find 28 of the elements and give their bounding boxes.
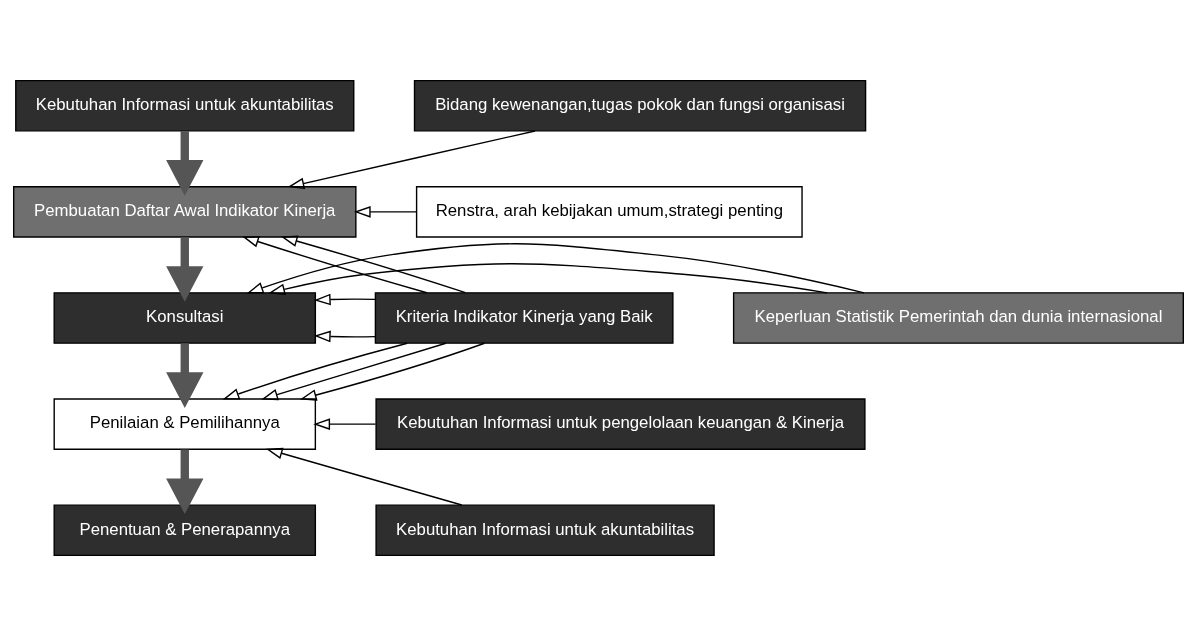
- node-box: Kebutuhan Informasi untuk akuntabilitas: [15, 79, 355, 132]
- node-box: Penentuan & Penerapannya: [53, 504, 317, 557]
- arrow: [287, 130, 536, 190]
- arrow: [166, 449, 204, 515]
- arrow: [313, 418, 377, 430]
- arrow: [280, 235, 467, 294]
- node-box: Pembuatan Daftar Awal Indikator Kinerja: [13, 186, 357, 238]
- arrow: [265, 447, 463, 506]
- arrow: [242, 236, 428, 294]
- node-box: Kebutuhan Informasi untuk pengelolaan keuangan & Kinerja: [375, 398, 866, 450]
- arrow: [222, 342, 408, 400]
- arrow: [166, 343, 204, 408]
- node-box: Kebutuhan Informasi untuk akuntabilitas: [375, 504, 715, 557]
- arrow: [313, 330, 377, 343]
- arrow: [353, 206, 418, 218]
- node-box: Konsultasi: [53, 292, 317, 344]
- node-box: Kriteria Indikator Kinerja yang Baik: [374, 292, 674, 344]
- arrow: [313, 293, 377, 306]
- node-box: Penilaian & Pemilihannya: [53, 398, 317, 450]
- node-box: Renstra, arah kebijakan umum,strategi penting: [415, 186, 803, 238]
- node-box: Keperluan Statistik Pemerintah dan dunia internasional: [732, 292, 1184, 344]
- arrow: [246, 243, 865, 294]
- arrow: [261, 342, 447, 401]
- arrow: [166, 237, 204, 302]
- arrow: [299, 342, 486, 401]
- arrow: [268, 263, 828, 296]
- node-box: Bidang kewenangan,tugas pokok dan fungsi organisasi: [413, 79, 867, 132]
- arrow: [166, 131, 204, 196]
